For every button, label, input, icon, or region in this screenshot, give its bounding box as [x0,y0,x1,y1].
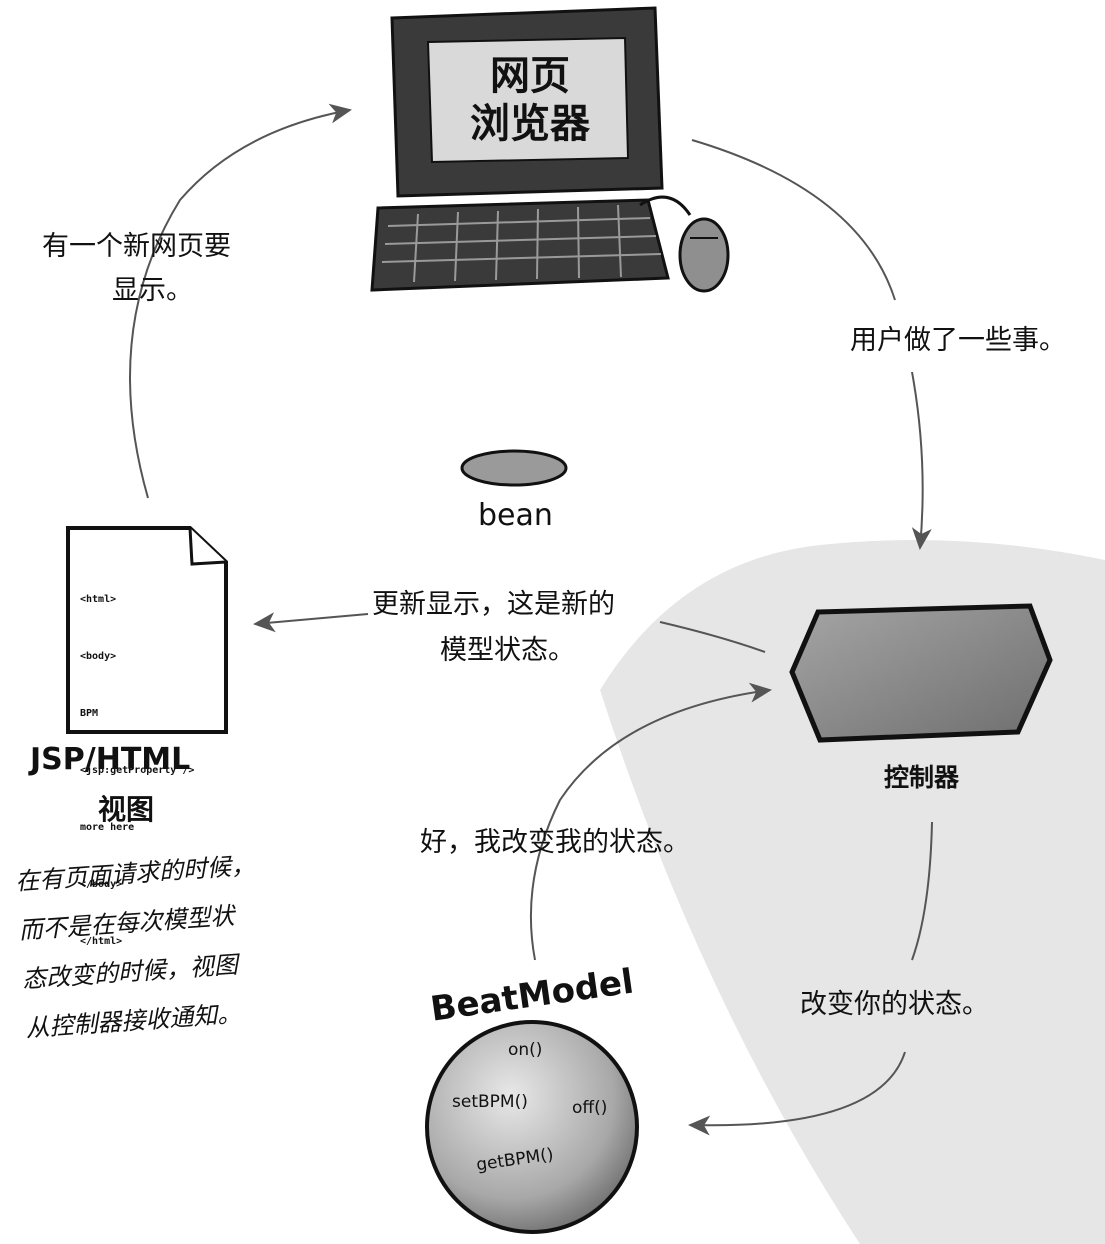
arrow-view-to-browser [129,103,352,499]
bean-label: bean [478,498,553,533]
arrow-browser-to-controller [691,139,896,301]
note-line: 而不是在每次模型状 [17,901,236,945]
code-line: <html> [80,594,117,605]
code-line: <body> [80,651,117,662]
model-sphere-icon [425,1020,639,1234]
arrow-controller-line [659,621,766,653]
model-method-on: on() [508,1040,543,1060]
monitor-icon [390,6,664,198]
code-block: <html> <body> BPM <jsp:getProperty /> mo… [80,552,194,970]
controller-label: 控制器 [884,763,960,792]
model-method-setbpm: setBPM() [452,1092,528,1112]
label-user-action: 用户做了一些事。 [850,325,1066,356]
arrow-controller-to-model [688,1051,906,1136]
label-ok-changed: 好，我改变我的状态。 [420,827,690,858]
document-icon [66,526,228,734]
handwritten-note: 在有页面请求的时候， 而不是在每次模型状 态改变的时候，视图 从控制器接收通知。 [14,845,266,1043]
label-update-display-2: 模型状态。 [440,635,575,666]
arrow-model-to-controller [529,682,772,961]
view-subtitle: 视图 [98,793,155,826]
view-title: JSP/HTML [30,742,191,777]
code-line: more here [80,822,135,833]
keyboard-icon [370,198,670,292]
code-line: BPM [80,708,99,719]
mouse-icon [639,195,730,293]
label-change-state: 改变你的状态。 [800,989,989,1020]
browser-label-line1: 网页 [490,53,570,99]
bean-icon [460,449,568,487]
code-line: </body> [80,879,123,890]
arrow-controller-down [911,821,933,961]
label-update-display: 更新显示，这是新的 [372,589,615,620]
browser-screen-label: 网页 浏览器 [440,52,620,148]
controller-icon [789,603,1053,743]
label-new-page-2: 显示。 [112,275,193,306]
code-line: </html> [80,936,123,947]
code-line: <jsp:getProperty /> [80,765,195,776]
label-new-page: 有一个新网页要 [42,231,231,262]
arrow-user-to-controller [911,371,932,550]
browser-label-line2: 浏览器 [470,101,590,147]
arrow-controller-to-view [253,612,369,633]
note-line: 态改变的时候，视图 [21,950,239,994]
model-method-off: off() [572,1098,608,1118]
